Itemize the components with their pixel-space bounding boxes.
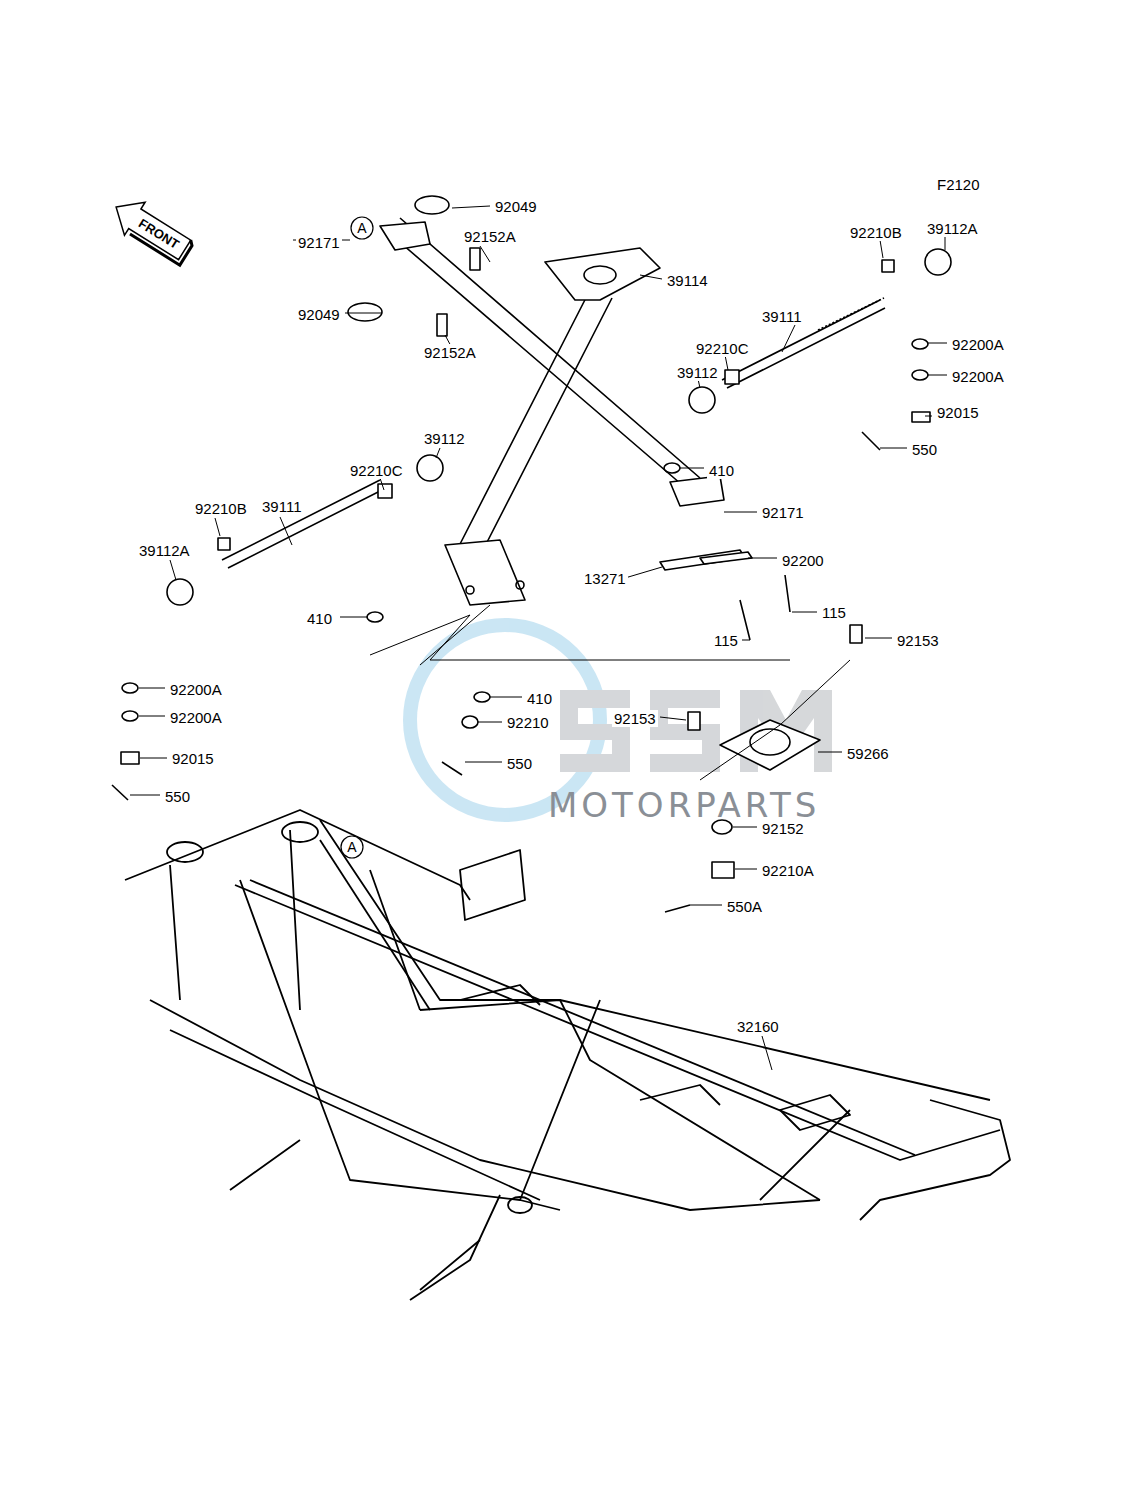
leader-line [762, 1036, 772, 1070]
leader-line [928, 375, 947, 376]
leader-lines [130, 206, 947, 1070]
reference-letter: A [340, 835, 364, 854]
callout-number: 92210B [193, 500, 249, 517]
leader-line [733, 827, 757, 828]
leader-line [725, 355, 728, 370]
callout-number: 59266 [845, 745, 891, 762]
callout-number: 550 [505, 755, 534, 772]
leader-line [215, 518, 220, 536]
leader-line [735, 869, 757, 870]
callout-number: 39112 [675, 364, 720, 381]
reference-letter: A [350, 216, 374, 235]
callout-number: 92200A [168, 681, 224, 698]
callout-number: 92049 [493, 198, 539, 215]
callout-number: 115 [820, 604, 848, 621]
callout-number: 92200A [950, 336, 1006, 353]
leader-line [140, 758, 167, 759]
callout-number: 92152A [422, 344, 478, 361]
callout-number: 410 [305, 610, 334, 627]
callout-number: 410 [707, 462, 736, 479]
leader-line [925, 416, 932, 417]
leader-line [748, 558, 777, 559]
leader-line [452, 206, 490, 208]
leader-line [782, 325, 795, 352]
leader-line [139, 688, 165, 689]
leader-line [880, 448, 907, 449]
callout-number: 39111 [760, 308, 804, 325]
leader-line [660, 717, 686, 720]
leader-line [170, 560, 176, 580]
front-arrow: FRONT [109, 195, 192, 261]
reference-circle: A [340, 835, 364, 859]
figure-number: F2120 [935, 176, 982, 193]
callout-number: 92153 [895, 632, 941, 649]
callout-number: 92200A [950, 368, 1006, 385]
callout-number: 92210C [348, 462, 405, 479]
callout-number: 550 [910, 441, 939, 458]
callout-number: 92210C [694, 340, 751, 357]
leader-line [680, 468, 704, 469]
leader-line [742, 640, 750, 641]
leader-line [490, 697, 522, 698]
leader-line [345, 313, 382, 314]
leader-line [818, 752, 842, 753]
leader-line [945, 236, 946, 250]
callout-number: 92015 [170, 750, 216, 767]
watermark-logo [410, 625, 832, 815]
callout-number: 92210B [848, 224, 904, 241]
watermark: MOTORPARTS [548, 788, 820, 822]
leader-line [130, 795, 160, 796]
leader-line [865, 638, 892, 639]
callout-number: 39112A [137, 542, 192, 559]
callout-number: 39112 [422, 430, 467, 447]
callout-number: 92152A [462, 228, 518, 245]
leader-line [880, 240, 883, 258]
leader-line [436, 448, 440, 458]
leader-line [625, 567, 662, 578]
leader-line [792, 612, 817, 613]
reference-circle: A [350, 216, 374, 240]
frame [125, 810, 1010, 1300]
callout-number: 92153 [612, 710, 658, 727]
callout-number: 13271 [582, 570, 628, 587]
callout-number: 92152 [760, 820, 806, 837]
callout-number: 92015 [935, 404, 981, 421]
callout-number: 92210A [760, 862, 816, 879]
leader-line [340, 617, 368, 618]
leader-line [640, 275, 662, 279]
steering-parts [112, 196, 951, 912]
callout-number: 92049 [296, 306, 342, 323]
callout-number: 410 [525, 690, 554, 707]
callout-number: 550A [725, 898, 764, 915]
leader-line [724, 512, 757, 513]
callout-number: 39112A [925, 220, 980, 237]
leader-line [380, 478, 384, 490]
callout-number: 32160 [735, 1018, 781, 1035]
callout-number: 39111 [260, 498, 304, 515]
callout-number: 39114 [665, 272, 710, 289]
leader-line [139, 716, 165, 717]
callout-number: 92171 [760, 504, 806, 521]
callout-number: 115 [712, 632, 740, 649]
callout-number: 550 [163, 788, 192, 805]
callout-number: 92171 [296, 234, 342, 251]
callout-number: 92200A [168, 709, 224, 726]
callout-number: 92210 [505, 714, 551, 731]
leader-line [465, 762, 502, 763]
leader-line [928, 343, 947, 344]
leader-line [280, 517, 292, 545]
leader-line [690, 905, 722, 906]
leader-line [478, 722, 502, 723]
leader-line [480, 246, 490, 262]
callout-number: 92200 [780, 552, 826, 569]
